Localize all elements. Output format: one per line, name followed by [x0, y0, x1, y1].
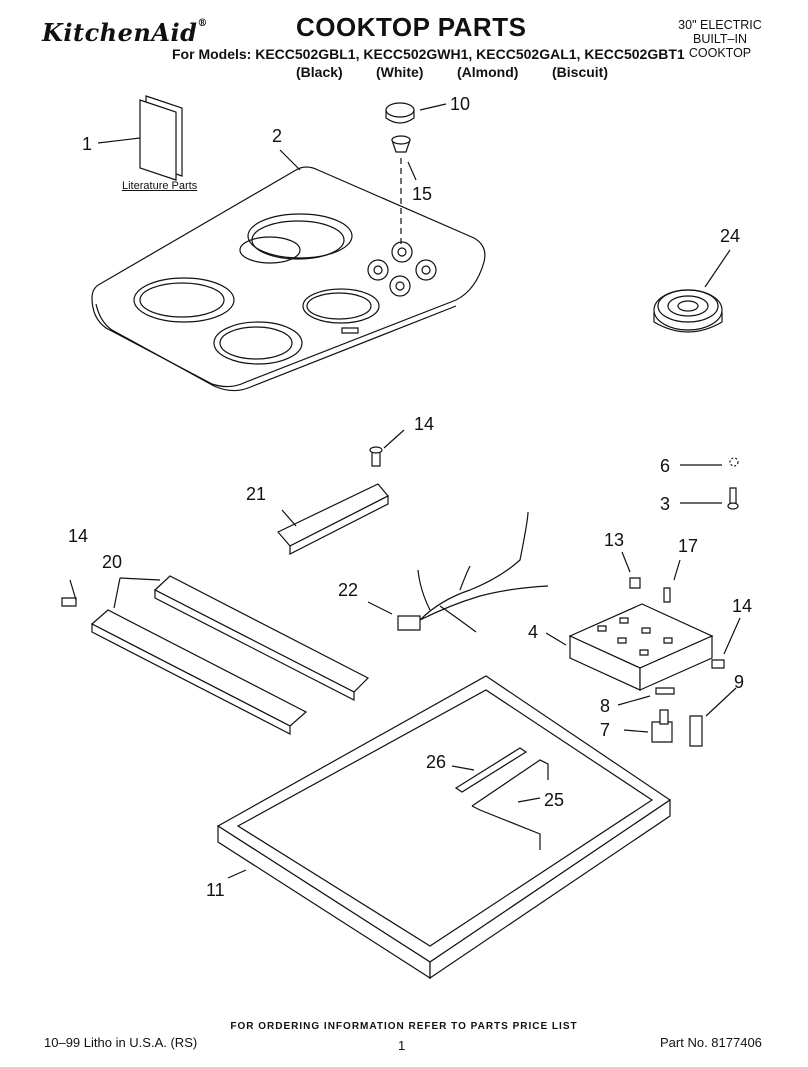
brand-name: KitchenAid [42, 18, 198, 47]
part-screw-left [62, 580, 76, 606]
models-line: For Models: KECC502GBL1, KECC502GWH1, KE… [172, 46, 685, 62]
callout-15: 15 [412, 184, 432, 204]
callout-14b: 14 [68, 526, 88, 546]
part-bracket-25 [472, 760, 548, 850]
color-biscuit: (Biscuit) [552, 64, 608, 80]
part-fuse-holder-7 [624, 710, 672, 742]
page-title: COOKTOP PARTS [296, 12, 527, 42]
brand-logo: KitchenAid® [42, 18, 208, 47]
part-number: Part No. 8177406 [660, 1035, 762, 1050]
part-bracket-26 [452, 748, 526, 792]
callout-14a: 14 [414, 414, 434, 434]
ordering-note: FOR ORDERING INFORMATION REFER TO PARTS … [230, 1021, 578, 1032]
callout-22: 22 [338, 580, 358, 600]
product-description: 30" ELECTRIC BUILT–IN COOKTOP [670, 18, 770, 60]
color-white: (White) [376, 64, 424, 80]
callout-14c: 14 [732, 596, 752, 616]
part-fuse-9 [690, 688, 736, 746]
callout-21: 21 [246, 484, 266, 504]
callout-9: 9 [734, 672, 744, 692]
page-number: 1 [398, 1038, 406, 1053]
part-bottom-box [218, 676, 670, 978]
part-screw-top [370, 430, 404, 466]
product-line-3: COOKTOP [688, 46, 752, 60]
callout-24: 24 [720, 226, 740, 246]
part-surface-element [654, 250, 730, 332]
callout-7: 7 [600, 720, 610, 740]
registered-mark: ® [197, 18, 208, 29]
callout-10: 10 [450, 94, 470, 114]
callout-26: 26 [426, 752, 446, 772]
part-cooktop-top [92, 150, 485, 391]
part-bracket-20 [92, 576, 368, 734]
part-knob [386, 103, 446, 123]
part-literature [98, 96, 182, 180]
callout-1: 1 [82, 134, 92, 154]
callout-2: 2 [272, 126, 282, 146]
literature-parts-label: Literature Parts [122, 180, 198, 192]
callout-25: 25 [544, 790, 564, 810]
part-wire-harness [368, 512, 548, 632]
callout-11: 11 [206, 880, 225, 900]
color-almond: (Almond) [457, 64, 519, 80]
callout-17: 17 [678, 536, 698, 556]
callout-4: 4 [528, 622, 538, 642]
part-clip-6 [680, 458, 738, 466]
part-knob-insert [392, 136, 416, 245]
callout-8: 8 [600, 696, 610, 716]
part-plug-13 [622, 552, 640, 588]
callout-13: 13 [604, 530, 624, 550]
color-black: (Black) [296, 64, 343, 80]
part-terminal-box [546, 604, 712, 690]
part-screw-right [712, 618, 740, 668]
product-line-2: BUILT–IN [693, 32, 747, 46]
callout-3: 3 [660, 494, 670, 514]
callout-20: 20 [102, 552, 122, 572]
product-line-1: 30" ELECTRIC [678, 18, 762, 32]
part-screw-3 [680, 488, 738, 509]
part-bracket-21 [278, 484, 388, 554]
callout-6: 6 [660, 456, 670, 476]
litho-note: 10–99 Litho in U.S.A. (RS) [44, 1035, 198, 1050]
part-plate-8 [618, 688, 674, 705]
part-screw-17 [664, 560, 680, 602]
